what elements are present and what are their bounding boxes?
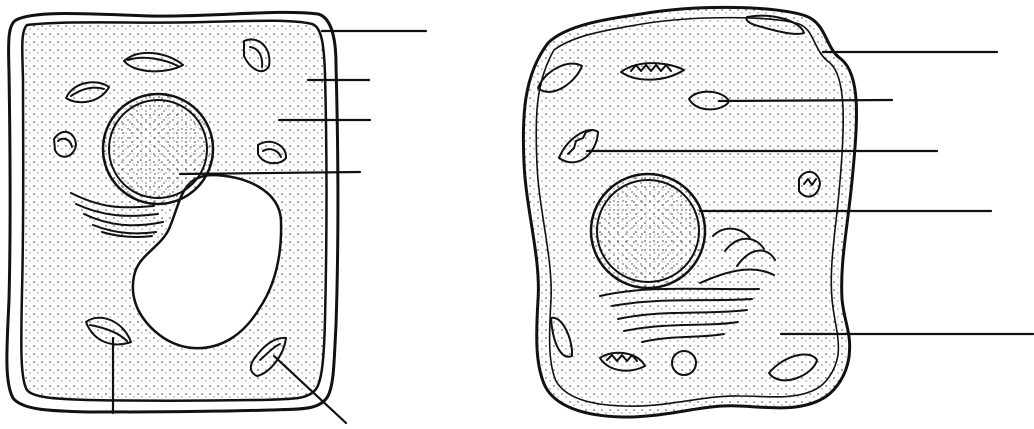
animal-cell-nucleus — [591, 174, 705, 288]
animal-cell — [523, 7, 1033, 417]
plant-cell-nucleus — [103, 94, 213, 204]
plant-cell — [7, 12, 426, 423]
